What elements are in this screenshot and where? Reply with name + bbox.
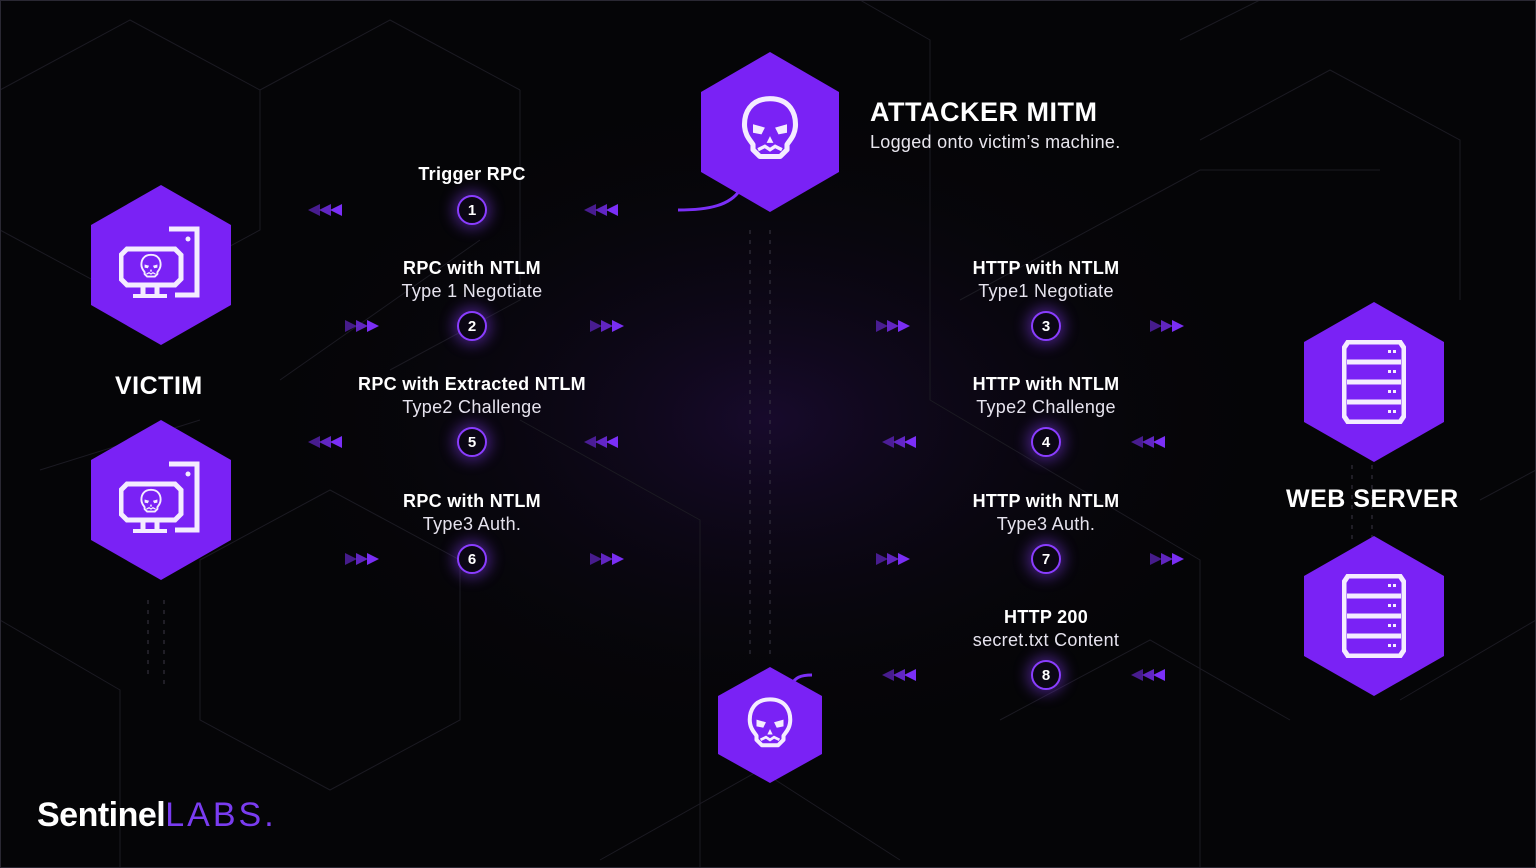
arrow-left-icon bbox=[1142, 669, 1154, 681]
step-subtitle: Type 1 Negotiate bbox=[401, 281, 543, 301]
arrow-left-icon bbox=[584, 204, 596, 216]
arrow-left-icon bbox=[319, 204, 331, 216]
arrow-left-icon bbox=[584, 436, 596, 448]
step-number-badge: 2 bbox=[457, 311, 487, 341]
arrow-right-icon bbox=[590, 320, 602, 332]
logo-sentinel: Sentinel bbox=[37, 796, 166, 834]
step-subtitle: Type3 Auth. bbox=[996, 514, 1096, 534]
arrow-right-icon bbox=[898, 553, 910, 565]
step-number-badge: 7 bbox=[1031, 544, 1061, 574]
step-number-badge: 4 bbox=[1031, 427, 1061, 457]
step-number-badge: 8 bbox=[1031, 660, 1061, 690]
sentinel-labs-logo: SentinelLABS. bbox=[37, 796, 277, 835]
arrow-right-icon bbox=[1161, 320, 1173, 332]
arrow-right-icon bbox=[898, 320, 910, 332]
arrow-left-icon bbox=[330, 436, 342, 448]
step-subtitle: Type1 Negotiate bbox=[978, 281, 1114, 301]
arrow-left-icon bbox=[904, 436, 916, 448]
arrow-left-icon bbox=[1131, 436, 1143, 448]
arrow-right-icon bbox=[876, 553, 888, 565]
arrow-right-icon bbox=[887, 553, 899, 565]
step-subtitle: Type2 Challenge bbox=[402, 397, 542, 417]
step-subtitle: Type2 Challenge bbox=[976, 397, 1116, 417]
arrow-left-icon bbox=[308, 436, 320, 448]
step-title: HTTP with NTLM bbox=[972, 374, 1120, 394]
web-server-label: WEB SERVER bbox=[1286, 485, 1459, 513]
step-label-7: HTTP with NTLM Type3 Auth. bbox=[973, 491, 1120, 535]
step-title: Trigger RPC bbox=[418, 164, 526, 184]
step-number-badge: 1 bbox=[457, 195, 487, 225]
arrow-right-icon bbox=[1172, 320, 1184, 332]
attacker-node-top bbox=[701, 52, 839, 212]
arrow-left-icon bbox=[308, 204, 320, 216]
step-label-2: RPC with NTLM Type 1 Negotiate bbox=[402, 258, 543, 302]
step-label-1: Trigger RPC bbox=[418, 164, 525, 185]
arrow-left-icon bbox=[319, 436, 331, 448]
arrow-left-icon bbox=[882, 436, 894, 448]
attacker-subtitle: Logged onto victim’s machine. bbox=[870, 132, 1121, 152]
step-label-4: HTTP with NTLM Type2 Challenge bbox=[973, 374, 1120, 418]
step-number-badge: 3 bbox=[1031, 311, 1061, 341]
step-label-6: RPC with NTLM Type3 Auth. bbox=[403, 491, 541, 535]
arrow-right-icon bbox=[367, 553, 379, 565]
arrow-right-icon bbox=[1172, 553, 1184, 565]
step-title: HTTP with NTLM bbox=[972, 258, 1120, 278]
attacker-title: ATTACKER MITM bbox=[870, 97, 1098, 127]
step-title: RPC with Extracted NTLM bbox=[358, 374, 586, 394]
arrow-right-icon bbox=[345, 320, 357, 332]
step-number-badge: 6 bbox=[457, 544, 487, 574]
arrow-right-icon bbox=[612, 553, 624, 565]
arrow-left-icon bbox=[595, 436, 607, 448]
step-label-3: HTTP with NTLM Type1 Negotiate bbox=[973, 258, 1120, 302]
arrow-right-icon bbox=[356, 320, 368, 332]
arrow-right-icon bbox=[1150, 320, 1162, 332]
step-label-5: RPC with Extracted NTLM Type2 Challenge bbox=[358, 374, 586, 418]
arrow-right-icon bbox=[590, 553, 602, 565]
arrow-left-icon bbox=[595, 204, 607, 216]
step-title: HTTP 200 bbox=[1003, 607, 1089, 627]
step-title: RPC with NTLM bbox=[403, 258, 541, 278]
arrow-right-icon bbox=[887, 320, 899, 332]
step-number-badge: 5 bbox=[457, 427, 487, 457]
arrow-left-icon bbox=[904, 669, 916, 681]
arrow-right-icon bbox=[1161, 553, 1173, 565]
step-title: HTTP with NTLM bbox=[972, 491, 1120, 511]
arrow-left-icon bbox=[606, 204, 618, 216]
arrow-right-icon bbox=[367, 320, 379, 332]
arrow-right-icon bbox=[612, 320, 624, 332]
arrow-left-icon bbox=[330, 204, 342, 216]
arrow-left-icon bbox=[1131, 669, 1143, 681]
arrow-left-icon bbox=[1153, 436, 1165, 448]
arrow-right-icon bbox=[601, 320, 613, 332]
step-subtitle: secret.txt Content bbox=[972, 630, 1120, 650]
step-title: RPC with NTLM bbox=[403, 491, 541, 511]
attacker-node-bottom bbox=[718, 667, 822, 783]
step-label-8: HTTP 200 secret.txt Content bbox=[973, 607, 1119, 651]
arrow-right-icon bbox=[876, 320, 888, 332]
arrow-right-icon bbox=[345, 553, 357, 565]
arrow-right-icon bbox=[356, 553, 368, 565]
web-server-node-top bbox=[1304, 302, 1444, 462]
victim-label: VICTIM bbox=[115, 372, 203, 400]
arrow-left-icon bbox=[882, 669, 894, 681]
victim-node-top bbox=[91, 185, 231, 345]
arrow-left-icon bbox=[1153, 669, 1165, 681]
logo-labs: LABS. bbox=[165, 796, 277, 834]
web-server-node-bottom bbox=[1304, 536, 1444, 696]
arrow-right-icon bbox=[601, 553, 613, 565]
arrow-left-icon bbox=[893, 669, 905, 681]
arrow-left-icon bbox=[1142, 436, 1154, 448]
arrow-right-icon bbox=[1150, 553, 1162, 565]
arrow-left-icon bbox=[893, 436, 905, 448]
arrow-left-icon bbox=[606, 436, 618, 448]
victim-node-bottom bbox=[91, 420, 231, 580]
step-subtitle: Type3 Auth. bbox=[422, 514, 522, 534]
